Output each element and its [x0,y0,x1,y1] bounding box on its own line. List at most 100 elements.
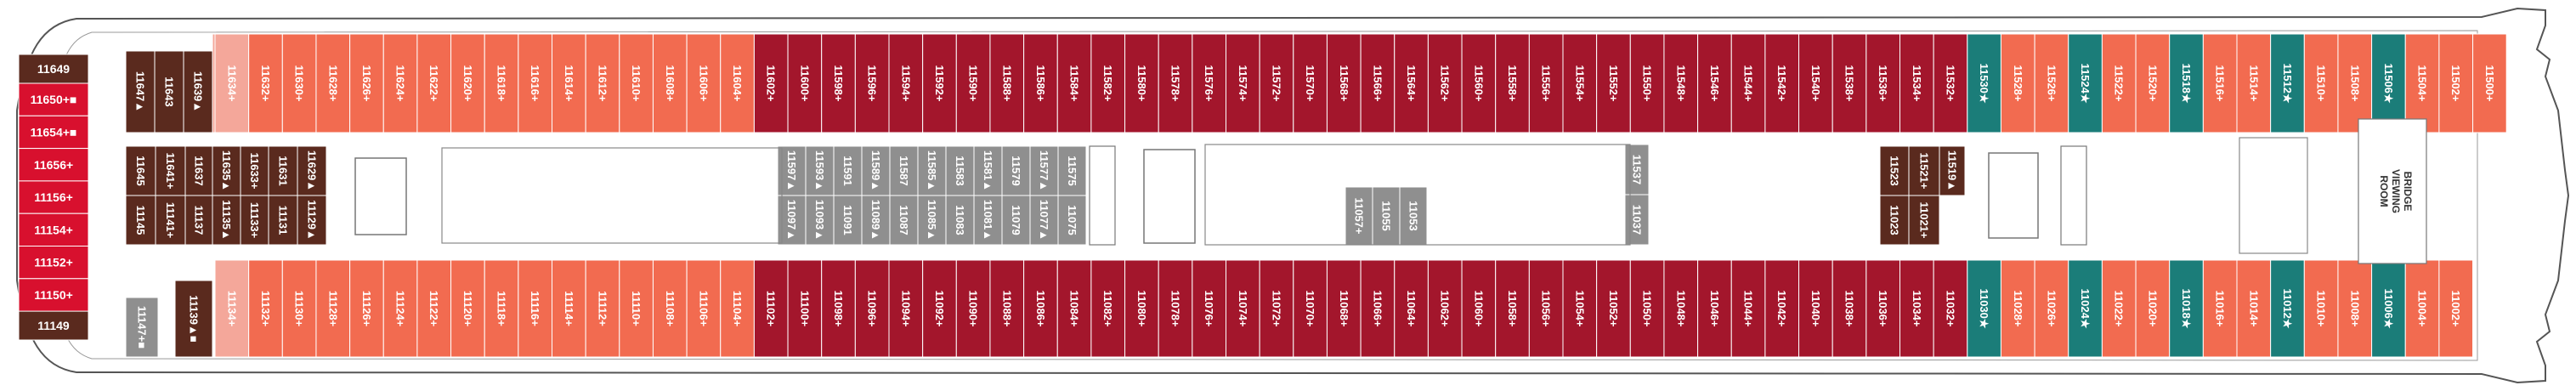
cabin[interactable] [1528,33,1564,133]
cabin[interactable] [917,145,947,196]
cabin[interactable] [1001,145,1031,196]
cabin[interactable] [1124,33,1159,133]
cabin[interactable] [1226,259,1260,358]
cabin[interactable] [1057,195,1087,246]
cabin[interactable] [1427,33,1463,133]
cabin[interactable] [888,33,924,133]
cabin[interactable] [1697,33,1732,133]
cabin[interactable] [1879,145,1910,196]
cabin[interactable] [1798,33,1833,133]
cabin[interactable] [2303,33,2339,133]
cabin[interactable] [805,145,835,196]
cabin[interactable] [889,195,919,246]
cabin[interactable] [1629,33,1665,133]
cabin[interactable] [1394,259,1429,358]
cabin[interactable] [1461,259,1497,358]
cabin[interactable] [2034,259,2069,358]
cabin[interactable] [183,50,213,133]
cabin[interactable] [1124,259,1159,358]
cabin[interactable] [184,195,213,246]
cabin[interactable] [1798,259,1833,358]
cabin[interactable] [1293,33,1328,133]
cabin[interactable] [861,195,891,246]
cabin[interactable] [1933,259,1968,358]
cabin[interactable] [174,280,213,358]
cabin[interactable] [686,33,722,133]
cabin[interactable] [2438,33,2474,133]
cabin[interactable] [1057,145,1087,196]
cabin[interactable] [720,259,755,358]
cabin[interactable] [945,195,975,246]
cabin[interactable] [955,33,991,133]
cabin[interactable] [2371,33,2406,133]
cabin[interactable] [1899,259,1934,358]
cabin[interactable] [125,297,159,358]
cabin[interactable] [854,259,890,358]
cabin[interactable] [2270,259,2305,358]
cabin[interactable] [889,145,919,196]
cabin[interactable] [2068,33,2103,133]
cabin[interactable] [888,259,924,358]
cabin[interactable] [214,259,250,358]
cabin[interactable] [1023,259,1058,358]
cabin[interactable] [1029,195,1059,246]
cabin[interactable] [450,259,485,358]
cabin[interactable] [2068,259,2103,358]
cabin[interactable] [281,259,317,358]
cabin[interactable] [416,33,452,133]
cabin[interactable] [1192,33,1226,133]
cabin[interactable] [1394,33,1429,133]
cabin[interactable] [297,195,327,246]
cabin[interactable] [155,195,186,246]
cabin[interactable] [1933,33,1968,133]
cabin[interactable] [619,259,654,358]
forward-red-cabin[interactable] [18,278,89,312]
cabin[interactable] [2337,33,2373,133]
cabin[interactable] [281,33,317,133]
cabin[interactable] [1730,33,1766,133]
cabin[interactable] [484,259,519,358]
forward-cabin-top[interactable] [18,54,89,84]
cabin[interactable] [1562,259,1598,358]
cabin[interactable] [922,259,957,358]
cabin[interactable] [989,33,1025,133]
cabin[interactable] [2202,33,2238,133]
cabin[interactable] [2101,259,2137,358]
cabin[interactable] [1939,145,1966,196]
cabin[interactable] [833,195,863,246]
cabin[interactable] [1562,33,1598,133]
cabin[interactable] [753,33,789,133]
cabin[interactable] [248,33,283,133]
cabin[interactable] [1967,259,2001,358]
cabin[interactable] [652,33,688,133]
cabin[interactable] [2135,259,2171,358]
cabin[interactable] [787,259,823,358]
forward-red-cabin[interactable] [18,115,89,150]
cabin[interactable] [1596,259,1631,358]
cabin[interactable] [1495,259,1530,358]
cabin[interactable] [212,145,241,196]
cabin[interactable] [1345,186,1373,246]
cabin[interactable] [1495,33,1530,133]
cabin[interactable] [2236,259,2272,358]
cabin[interactable] [686,259,722,358]
cabin[interactable] [1326,33,1362,133]
cabin[interactable] [214,33,250,133]
cabin[interactable] [922,33,957,133]
cabin[interactable] [2270,33,2305,133]
cabin[interactable] [1629,259,1665,358]
cabin[interactable] [315,259,351,358]
cabin[interactable] [315,33,351,133]
cabin[interactable] [240,145,269,196]
cabin[interactable] [2135,33,2171,133]
cabin[interactable] [125,50,156,133]
cabin[interactable] [619,33,654,133]
cabin[interactable] [484,33,519,133]
forward-red-cabin[interactable] [18,212,89,246]
cabin[interactable] [1029,145,1059,196]
cabin[interactable] [787,33,823,133]
cabin[interactable] [1293,259,1328,358]
forward-red-cabin[interactable] [18,148,89,182]
cabin[interactable] [1596,33,1631,133]
cabin[interactable] [1899,33,1934,133]
